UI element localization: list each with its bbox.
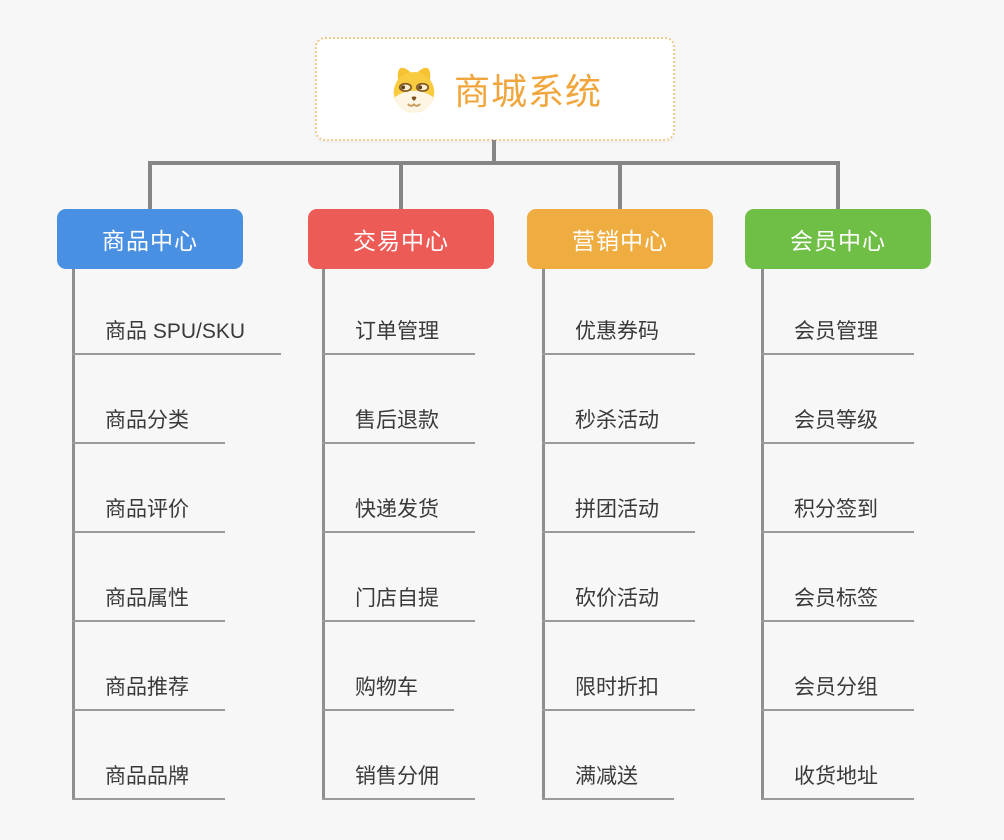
connector-drop-trade	[399, 161, 403, 211]
sub-topic[interactable]: 收货地址	[761, 754, 914, 800]
sub-topic[interactable]: 会员等级	[761, 398, 914, 444]
sub-topic[interactable]: 会员分组	[761, 665, 914, 711]
sub-topic[interactable]: 积分签到	[761, 487, 914, 533]
branch-column-product: 商品 SPU/SKU 商品分类商品评价商品属性商品推荐商品品牌	[72, 269, 322, 800]
sub-topic[interactable]: 门店自提	[322, 576, 475, 622]
branch-topic-member[interactable]: 会员中心	[745, 209, 931, 269]
sub-topic[interactable]: 商品分类	[72, 398, 225, 444]
sub-topic[interactable]: 快递发货	[322, 487, 475, 533]
connector-bus	[148, 161, 840, 165]
sub-topic[interactable]: 订单管理	[322, 309, 475, 355]
dog-icon	[393, 67, 435, 113]
branch-column-marketing: 优惠券码秒杀活动拼团活动砍价活动限时折扣满减送	[542, 269, 792, 800]
connector-drop-marketing	[618, 161, 622, 211]
sub-topic[interactable]: 会员标签	[761, 576, 914, 622]
sub-topic[interactable]: 商品属性	[72, 576, 225, 622]
connector-drop-member	[836, 161, 840, 211]
sub-topic[interactable]: 砍价活动	[542, 576, 695, 622]
branch-column-member: 会员管理会员等级积分签到会员标签会员分组收货地址	[761, 269, 1004, 800]
sub-topic[interactable]: 销售分佣	[322, 754, 475, 800]
connector-drop-product	[148, 161, 152, 211]
sub-topic[interactable]: 满减送	[542, 754, 674, 800]
sub-topic[interactable]: 售后退款	[322, 398, 475, 444]
sub-topic[interactable]: 优惠券码	[542, 309, 695, 355]
branch-topic-product[interactable]: 商品中心	[57, 209, 243, 269]
sub-topic[interactable]: 商品评价	[72, 487, 225, 533]
sub-topic[interactable]: 限时折扣	[542, 665, 695, 711]
branch-topic-marketing[interactable]: 营销中心	[527, 209, 713, 269]
sub-topic[interactable]: 商品 SPU/SKU	[72, 309, 282, 355]
sub-topic[interactable]: 秒杀活动	[542, 398, 695, 444]
connector-root-stub	[492, 140, 496, 164]
root-topic-label: 商城系统	[453, 71, 602, 112]
sub-topic[interactable]: 购物车	[322, 665, 454, 711]
branch-topic-trade[interactable]: 交易中心	[308, 209, 494, 269]
sub-topic[interactable]: 商品推荐	[72, 665, 225, 711]
sub-topic[interactable]: 商品品牌	[72, 754, 225, 800]
sub-topic[interactable]: 会员管理	[761, 309, 914, 355]
sub-topic[interactable]: 拼团活动	[542, 487, 695, 533]
branch-column-trade: 订单管理售后退款快递发货门店自提购物车销售分佣	[322, 269, 572, 800]
root-topic[interactable]: 商城系统	[315, 37, 675, 141]
